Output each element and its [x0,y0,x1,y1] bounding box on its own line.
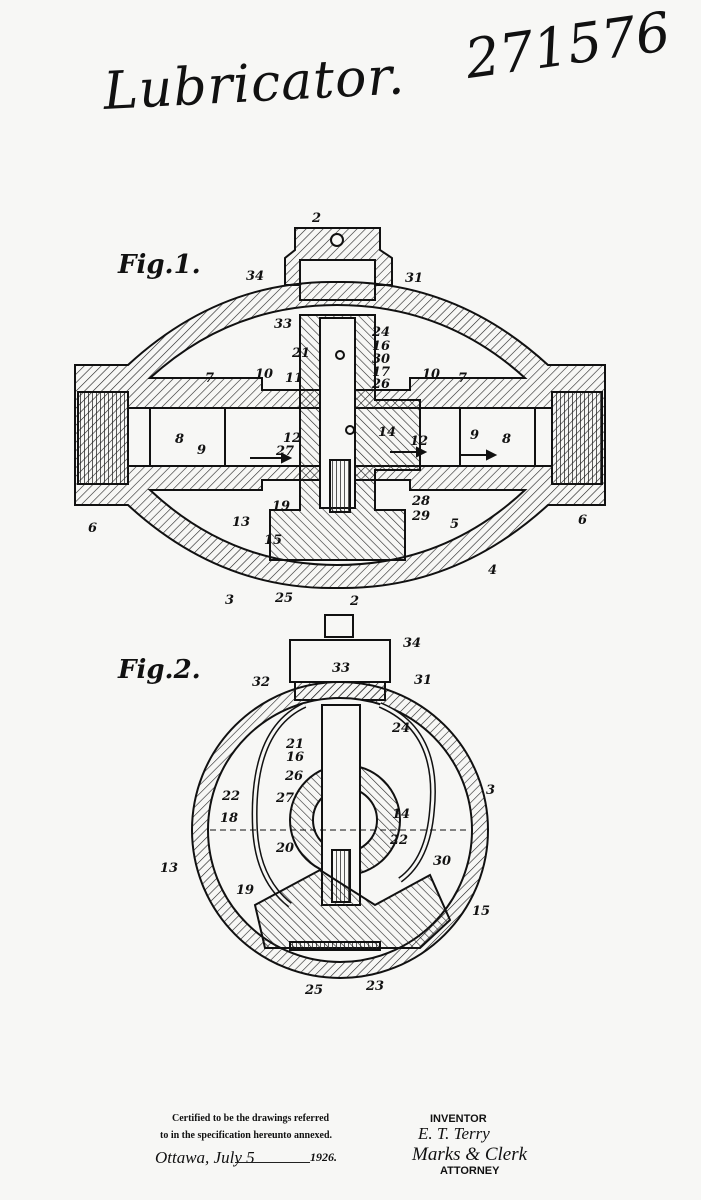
fig1-ref: 24 [371,325,390,340]
fig1-ref: 12 [410,434,428,449]
fig1-ref: 11 [285,371,303,386]
fig2-ref: 27 [275,791,294,806]
fig1-ref: 27 [275,444,294,459]
fig2-ref: 25 [304,983,323,998]
fig1-ref: 3 [225,593,234,608]
fig1-ref: 9 [470,428,479,443]
inventor-label: INVENTOR [430,1113,487,1125]
certification-place-date: Ottawa, July 5 [155,1148,255,1167]
fig2-ref: 34 [403,636,421,651]
fig1-ref: 12 [283,431,301,446]
fig1-ref: 31 [405,271,423,286]
fig1-ref: 26 [371,377,390,392]
fig2-ref: 30 [433,854,451,869]
fig1-ref: 34 [246,269,264,284]
fig1-ref: 25 [274,591,293,606]
fig1-ref: 2 [349,594,359,609]
fig2-ref: 20 [275,841,294,856]
fig1-ref: 8 [502,432,511,447]
fig2-ref: 26 [284,769,303,784]
fig2-ref: 21 [285,737,304,752]
inventor-signature: E. T. Terry [418,1124,490,1143]
fig2-ref: 14 [392,807,410,822]
fig1-ref: 21 [291,346,310,361]
fig2-ref: 31 [414,673,432,688]
fig1-ref: 2 [311,211,321,226]
fig1-ref: 9 [197,443,206,458]
fig2-ref: 18 [220,811,238,826]
fig1-ref: 7 [458,371,467,386]
fig1-ref: 8 [175,432,184,447]
fig1-ref: 5 [450,517,459,532]
fig1-ref: 17 [372,365,390,380]
fig1-ref: 14 [378,425,396,440]
fig2-ref: 19 [236,883,254,898]
fig2-ref: 22 [221,789,240,804]
fig1-ref: 30 [372,352,390,367]
date-underline [235,1162,310,1163]
fig2-ref: 15 [472,904,490,919]
fig2-ref: 24 [391,721,410,736]
fig1-ref: 13 [232,515,250,530]
fig1-ref: 19 [272,499,290,514]
certification-year: 1926. [310,1150,337,1164]
fig1-label: Fig.1. [118,250,201,280]
fig1-ref: 10 [255,367,273,382]
fig1-ref: 15 [264,533,282,548]
fig1-ref: 16 [372,339,390,354]
fig2-ref: 22 [389,833,408,848]
fig1-ref: 33 [274,317,292,332]
fig2-ref: 13 [160,861,178,876]
fig1-ref: 10 [422,367,440,382]
certification-line-2: to in the specification hereunto annexed… [160,1130,333,1141]
fig2-label: Fig.2. [118,655,201,685]
fig2-ref: 16 [286,750,304,765]
fig1-ref: 6 [578,513,587,528]
fig2-ref: 33 [332,661,350,676]
fig2-ref: 23 [365,979,384,994]
fig1-ref: 6 [88,521,97,536]
fig1-ref-numerals: 2 34 31 33 24 16 30 17 21 26 7 10 11 10 … [88,211,587,609]
fig2-ref: 3 [486,783,495,798]
fig2-drawing [191,614,489,979]
attorney-signature: Marks & Clerk [412,1144,528,1165]
certification-line-1: Certified to be the drawings referred [172,1113,330,1124]
attorney-label: ATTORNEY [440,1165,500,1177]
fig1-ref: 7 [205,371,214,386]
fig1-ref: 28 [411,494,430,509]
fig2-ref-numerals: 34 33 32 31 24 21 16 26 22 27 18 14 20 2… [160,636,495,998]
fig1-ref: 4 [488,563,497,578]
fig1-drawing [74,227,606,590]
fig2-ref: 32 [252,675,270,690]
fig1-ref: 29 [411,509,430,524]
